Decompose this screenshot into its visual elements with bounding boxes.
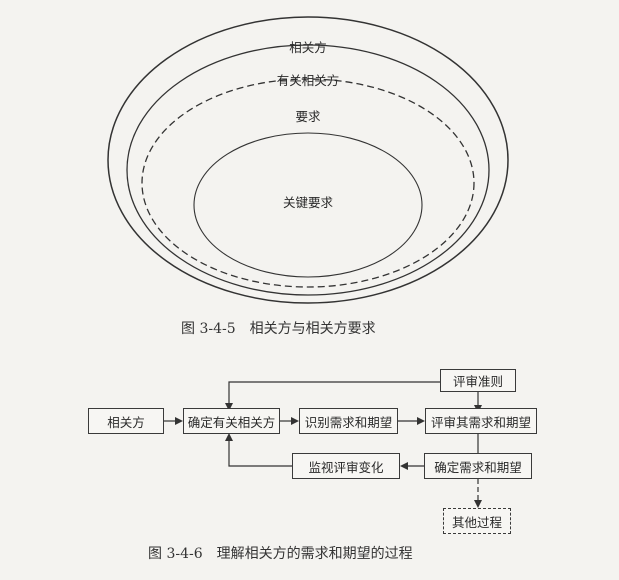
- arrow-monitor-to-identify: [228, 439, 292, 467]
- node-stakeholders: 相关方: [88, 408, 164, 434]
- node-review-needs: 评审其需求和期望: [425, 408, 537, 434]
- process-connectors: [164, 381, 479, 500]
- node-determine-needs: 确定需求和期望: [424, 453, 532, 479]
- figure-caption-2: 图 3-4-6 理解相关方的需求和期望的过程: [148, 546, 413, 562]
- node-review-criteria: 评审准则: [440, 369, 516, 392]
- ring-label-relevant-stakeholders: 有关相关方: [276, 73, 340, 88]
- ring-key-requirements: [193, 132, 423, 278]
- node-identify-needs: 识别需求和期望: [299, 408, 398, 434]
- arrow-criteria-to-identify: [228, 381, 440, 403]
- node-other-processes: 其他过程: [443, 508, 511, 534]
- ring-label-requirements: 要求: [295, 109, 321, 124]
- figure-caption-1: 图 3-4-5 相关方与相关方要求: [181, 321, 376, 337]
- node-monitor-changes: 监视评审变化: [292, 453, 400, 479]
- ring-requirements: [141, 78, 475, 288]
- ring-label-stakeholders: 相关方: [289, 40, 327, 55]
- ring-label-key-requirements: 关键要求: [282, 195, 334, 210]
- ring-relevant-stakeholders: [126, 44, 490, 296]
- ring-stakeholders: [107, 16, 509, 304]
- node-identify-relevant-stakeholders: 确定有关相关方: [183, 408, 280, 434]
